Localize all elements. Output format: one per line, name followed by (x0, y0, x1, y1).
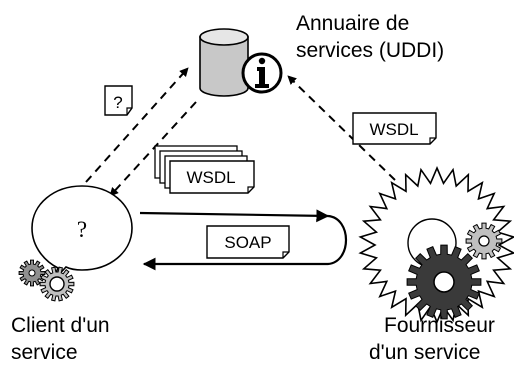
info-icon (241, 52, 283, 94)
client-label-line1: Client d'un (11, 314, 110, 337)
document-icon (352, 112, 437, 145)
arrow-provider-to-registry (287, 75, 396, 181)
document-icon (206, 225, 290, 259)
document-icon (169, 160, 255, 194)
soap-response-arrow (142, 214, 348, 271)
arrow-registry-to-client (109, 101, 197, 197)
wsdl-provider-document: WSDL (352, 112, 437, 145)
client-gears (18, 259, 75, 302)
client-label-line2: service (11, 341, 78, 364)
client-bubble-text: ? (77, 217, 87, 242)
wsdl-to-client-text: WSDL (186, 168, 235, 187)
database-icon (199, 28, 249, 97)
wsdl-from-provider-text: WSDL (369, 120, 418, 139)
provider-label-line2: d'un service (369, 341, 481, 364)
wsdl-document-stack: WSDL (154, 145, 255, 194)
arrow-client-to-registry (85, 67, 189, 183)
query-doc-text: ? (113, 93, 122, 112)
query-document: ? (104, 85, 133, 116)
provider-machine (358, 165, 514, 325)
provider-label-line1: Fournisseur (384, 314, 495, 337)
soap-request-arrow (139, 209, 330, 223)
client-thought-bubble: ? (31, 185, 133, 283)
document-icon (104, 85, 133, 116)
registry-label-line2: services (UDDI) (296, 39, 445, 62)
soap-text: SOAP (224, 233, 271, 252)
soap-document: SOAP (206, 225, 290, 259)
registry-label-line1: Annuaire de (296, 12, 410, 35)
